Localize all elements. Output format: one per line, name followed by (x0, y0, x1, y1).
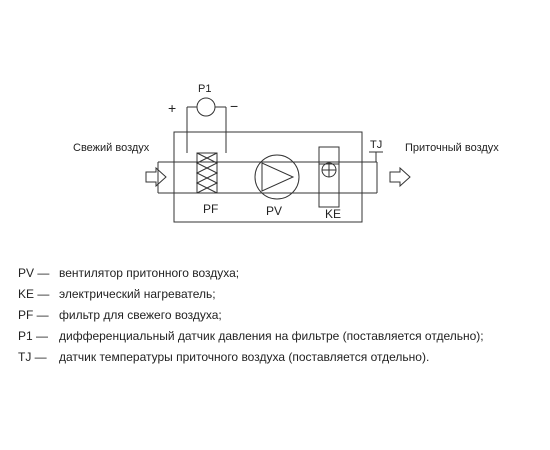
legend-code: P1 — (18, 329, 49, 343)
legend-text: вентилятор притонного воздуха; (59, 266, 240, 280)
outlet-arrow-icon (389, 166, 411, 188)
legend-row: P1 — дифференциальный датчик давления на… (18, 326, 543, 347)
filter-label: PF (203, 202, 218, 216)
outlet-label: Приточный воздух (405, 142, 499, 154)
legend-text: фильтр для свежего воздуха; (59, 308, 222, 322)
inlet-label: Свежий воздух (73, 142, 150, 154)
legend-text: датчик температуры приточного воздуха (п… (59, 350, 430, 364)
sensor-p1-plus: + (168, 100, 176, 116)
sensor-p1-label: P1 (198, 83, 211, 95)
legend-row: KE — электрический нагреватель; (18, 284, 543, 305)
unit-housing (173, 131, 363, 223)
legend-row: TJ — датчик температуры приточного возду… (18, 347, 543, 368)
pressure-sensor-icon (186, 97, 227, 153)
fan-icon (254, 154, 300, 200)
heater-icon (318, 146, 340, 208)
sensor-p1-minus: − (230, 98, 238, 114)
legend-text: дифференциальный датчик давления на филь… (59, 329, 484, 343)
legend-code: TJ — (18, 350, 47, 364)
legend-code: PF — (18, 308, 49, 322)
legend-code: PV — (18, 266, 50, 280)
legend-row: PF — фильтр для свежего воздуха; (18, 305, 543, 326)
filter-icon (195, 152, 219, 194)
fan-label: PV (266, 204, 282, 218)
ventilation-schematic: Свежий воздух Приточный воздух P1 + − TJ… (73, 83, 499, 223)
heater-label: KE (325, 207, 341, 221)
legend: PV — вентилятор притонного воздуха; KE —… (18, 263, 543, 368)
sensor-tj-label: TJ (370, 139, 382, 151)
legend-text: электрический нагреватель; (59, 287, 216, 301)
temperature-sensor-icon (369, 151, 383, 162)
legend-code: KE — (18, 287, 50, 301)
legend-row: PV — вентилятор притонного воздуха; (18, 263, 543, 284)
inlet-arrow-icon (145, 166, 167, 188)
